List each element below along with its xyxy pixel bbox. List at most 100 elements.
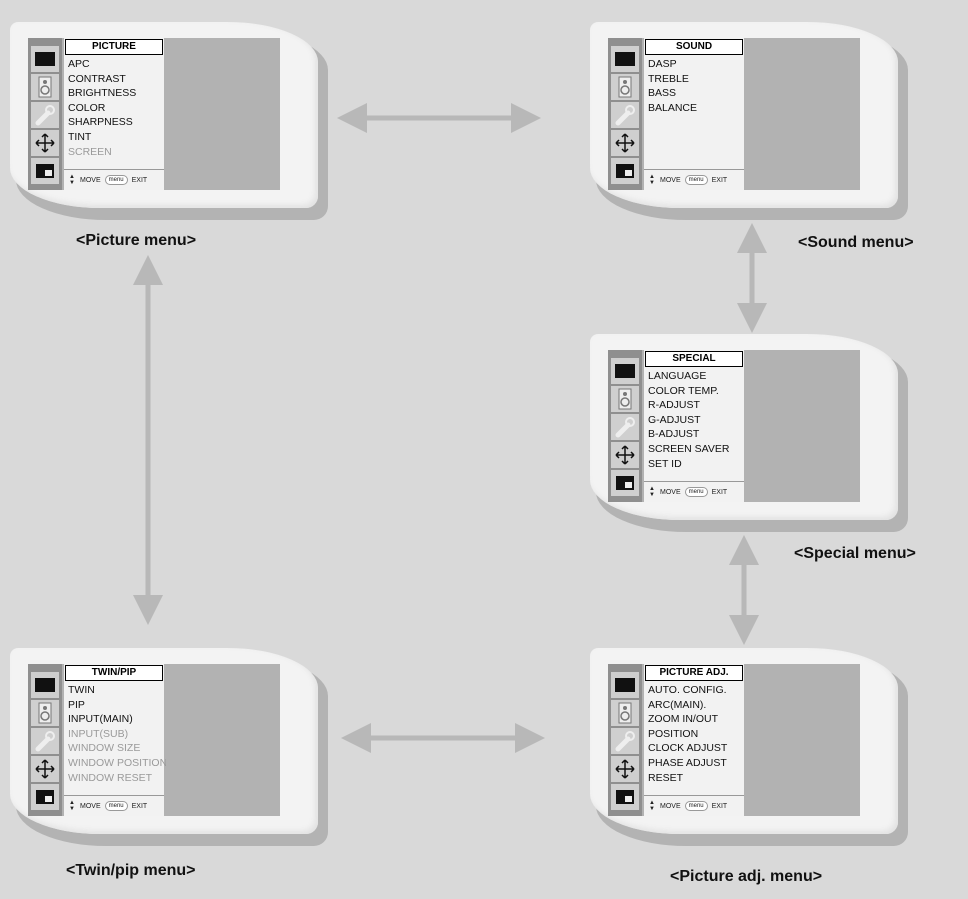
icon-column — [28, 664, 62, 816]
tv-screen-icon — [611, 358, 639, 384]
menu-item: BRIGHTNESS — [68, 87, 137, 100]
menu-item: BALANCE — [648, 101, 698, 114]
up-down-arrows-icon: ▲▼ — [69, 174, 75, 186]
pip-window-icon — [611, 470, 639, 496]
menu-title: SOUND — [645, 39, 743, 55]
menu-item: INPUT(SUB) — [68, 727, 129, 740]
menu-title: TWIN/PIP — [65, 665, 163, 681]
menu-item: BASS — [648, 87, 677, 100]
move-arrows-icon — [611, 130, 639, 156]
menu-key-icon: menu — [104, 801, 128, 811]
menu-item: TINT — [68, 130, 92, 143]
up-down-arrows-icon: ▲▼ — [649, 174, 655, 186]
menu-item: SCREEN — [68, 145, 112, 158]
tv-screen-icon — [611, 672, 639, 698]
footer-move-label: MOVE — [660, 488, 681, 496]
menu-item: COLOR — [68, 101, 106, 114]
speaker-icon — [31, 700, 59, 726]
wrench-icon — [611, 102, 639, 128]
menu-item: B-ADJUST — [648, 428, 700, 441]
menu-item: RESET — [648, 771, 684, 784]
menu-item: TWIN — [68, 684, 95, 696]
footer-move-label: MOVE — [660, 176, 681, 184]
menu-item: SET ID — [648, 457, 682, 470]
menu-item: ARC(MAIN). — [648, 698, 707, 711]
menu-item: SHARPNESS — [68, 116, 133, 129]
speaker-icon — [611, 74, 639, 100]
menu-item: DASP — [648, 58, 677, 70]
menu-item: AUTO. CONFIG. — [648, 684, 727, 696]
caption-twinpip-menu: <Twin/pip menu> — [66, 862, 196, 879]
menu-item: CONTRAST — [68, 72, 126, 85]
menu-title: PICTURE ADJ. — [645, 665, 743, 681]
pip-window-icon — [31, 158, 59, 184]
caption-sound-menu: <Sound menu> — [798, 234, 914, 251]
caption-picture-menu: <Picture menu> — [76, 232, 197, 249]
footer-exit-label: EXIT — [131, 176, 148, 184]
tv-screen-icon — [611, 46, 639, 72]
speaker-icon — [611, 700, 639, 726]
menu-preview-area — [746, 350, 860, 502]
menu-title: PICTURE — [65, 39, 163, 55]
footer-exit-label: EXIT — [711, 802, 728, 810]
menu-item: POSITION — [648, 727, 699, 740]
pictureadj-menu-panel: PICTURE ADJ. AUTO. CONFIG. ARC(MAIN). ZOOM… — [590, 648, 910, 848]
menu-item: COLOR TEMP. — [648, 384, 719, 397]
menu-item: G-ADJUST — [648, 413, 701, 426]
menu-preview-area — [166, 664, 280, 816]
move-arrows-icon — [31, 130, 59, 156]
pip-window-icon — [611, 158, 639, 184]
menu-key-icon: menu — [684, 175, 708, 185]
wrench-icon — [611, 728, 639, 754]
icon-column — [28, 38, 62, 190]
pip-window-icon — [31, 784, 59, 810]
up-down-arrows-icon: ▲▼ — [649, 486, 655, 498]
caption-special-menu: <Special menu> — [794, 545, 916, 562]
menu-item: TREBLE — [648, 72, 689, 85]
wrench-icon — [31, 728, 59, 754]
footer-exit-label: EXIT — [711, 488, 728, 496]
footer-move-label: MOVE — [660, 802, 681, 810]
tv-screen-icon — [31, 46, 59, 72]
menu-item: ZOOM IN/OUT — [648, 713, 718, 726]
footer-exit-label: EXIT — [711, 176, 728, 184]
menu-item: CLOCK ADJUST — [648, 742, 728, 755]
menu-preview-area — [746, 664, 860, 816]
menu-item: SCREEN SAVER — [648, 442, 730, 455]
icon-column — [608, 664, 642, 816]
speaker-icon — [611, 386, 639, 412]
move-arrows-icon — [31, 756, 59, 782]
menu-key-icon: menu — [104, 175, 128, 185]
icon-column — [608, 350, 642, 502]
icon-column — [608, 38, 642, 190]
menu-key-icon: menu — [684, 487, 708, 497]
menu-item: R-ADJUST — [648, 399, 700, 412]
pip-window-icon — [611, 784, 639, 810]
footer-exit-label: EXIT — [131, 802, 148, 810]
menu-item: INPUT(MAIN) — [68, 713, 133, 726]
up-down-arrows-icon: ▲▼ — [649, 800, 655, 812]
